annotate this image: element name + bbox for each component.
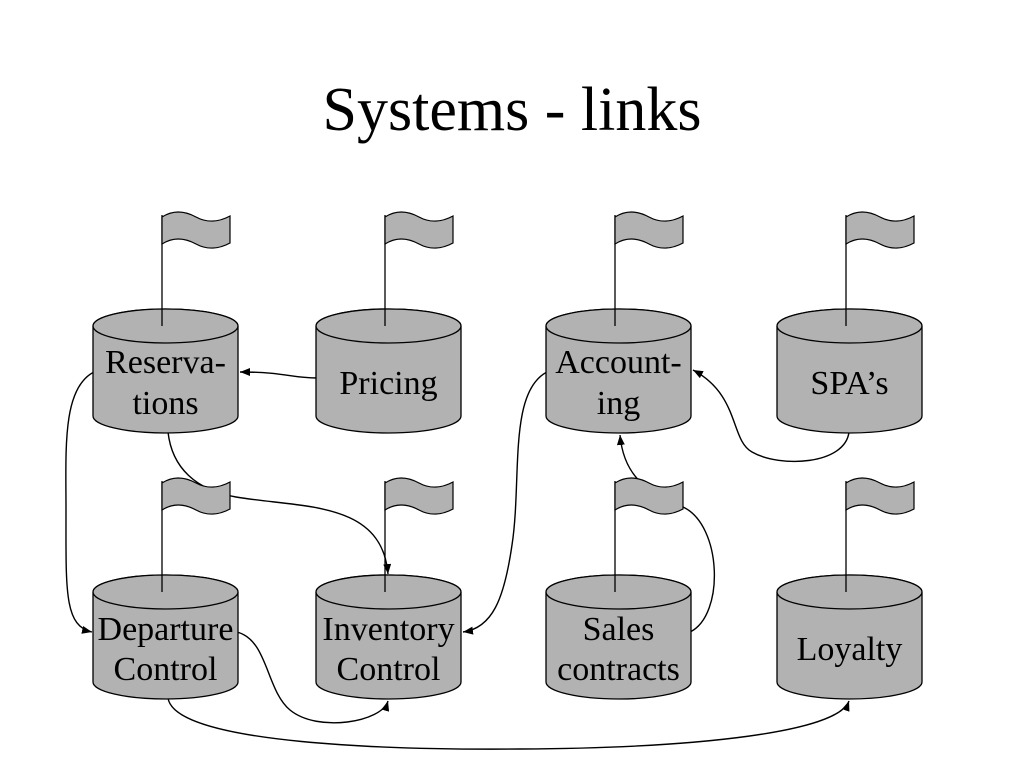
- link-departure-control-to-inventory-control: [236, 631, 390, 724]
- cylinder-top: [92, 574, 239, 610]
- link-departure-control-to-loyalty: [167, 697, 850, 750]
- flag-icon: [161, 477, 231, 515]
- link-spas-to-accounting: [692, 369, 850, 463]
- node-label-line-2: Control: [337, 651, 441, 688]
- node-label-line-1: Sales: [583, 611, 655, 648]
- flag-icon: [161, 211, 231, 249]
- node-accounting: Account- ing: [545, 211, 692, 434]
- node-label-line-1: Pricing: [339, 365, 437, 402]
- node-loyalty: Loyalty: [776, 477, 923, 700]
- link-reservations-to-departure-control: [65, 371, 95, 634]
- node-label-line-2: ing: [597, 385, 640, 422]
- cylinder-top: [545, 574, 692, 610]
- node-departure-control: Departure Control: [92, 477, 239, 700]
- links-layer: [65, 368, 850, 750]
- flag-icon: [384, 211, 454, 249]
- cylinder-top: [545, 308, 692, 344]
- node-label-line-1: Inventory: [322, 611, 454, 648]
- node-reservations: Reserva- tions: [92, 211, 239, 434]
- cylinder-top: [315, 308, 462, 344]
- node-label-line-2: contracts: [557, 651, 680, 688]
- flag-icon: [384, 477, 454, 515]
- flag-icon: [614, 477, 684, 515]
- node-pricing: Pricing: [315, 211, 462, 434]
- slide-title: Systems - links: [323, 76, 702, 144]
- cylinder-top: [92, 308, 239, 344]
- node-label-line-1: SPA’s: [810, 365, 888, 402]
- node-label-line-1: Reserva-: [105, 344, 226, 381]
- cylinder-top: [776, 308, 923, 344]
- flag-icon: [845, 477, 915, 515]
- link-sales-contracts-to-accounting: [616, 434, 715, 633]
- node-label-line-1: Departure: [98, 611, 234, 648]
- flag-icon: [845, 211, 915, 249]
- cylinder-top: [776, 574, 923, 610]
- node-label-line-2: Control: [114, 651, 218, 688]
- node-inventory-control: Inventory Control: [315, 477, 462, 700]
- link-pricing-to-reservations: [239, 368, 318, 379]
- flag-icon: [614, 211, 684, 249]
- node-sales-contracts: Sales contracts: [545, 477, 692, 700]
- cylinder-top: [315, 574, 462, 610]
- node-label-line-2: tions: [132, 385, 198, 422]
- link-accounting-to-inventory-control: [462, 371, 548, 635]
- link-reservations-to-inventory-control: [167, 431, 392, 575]
- node-label-line-1: Account-: [555, 344, 682, 381]
- node-spas: SPA’s: [776, 211, 923, 434]
- node-label-line-1: Loyalty: [797, 631, 903, 668]
